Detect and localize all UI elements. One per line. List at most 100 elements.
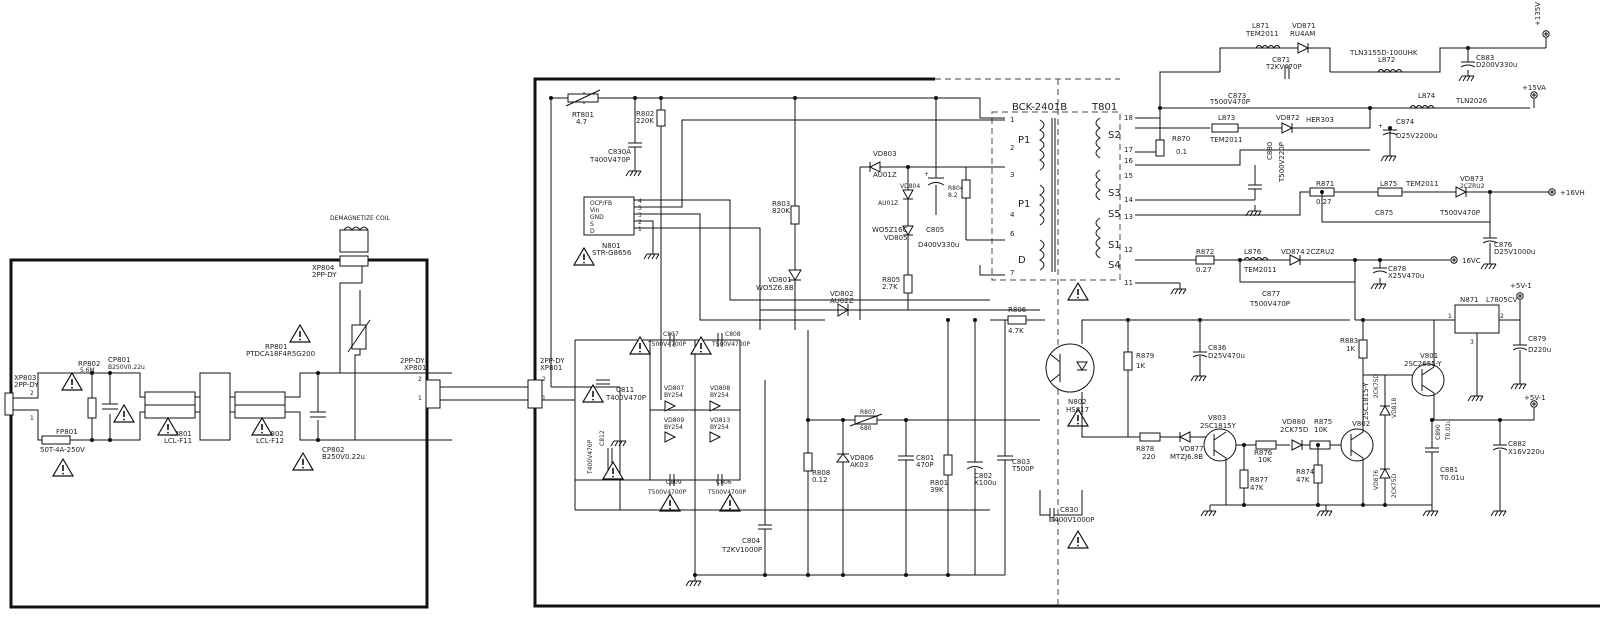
r875-value: 10K (1314, 426, 1328, 434)
vd804-label: VD804 (900, 183, 920, 190)
warning-icon (52, 458, 74, 477)
r807-label: R807 (860, 409, 876, 416)
c874-label: C874 (1396, 118, 1415, 126)
r806-label: R806 (1008, 306, 1027, 314)
l872-value: TLN3155D-100UHK (1349, 49, 1418, 57)
r804-resistor (961, 179, 971, 199)
c803-value: T500P (1011, 465, 1034, 473)
r803-resistor (790, 205, 800, 225)
bridge-diodes (664, 400, 722, 443)
c811-value: T400V470P (605, 394, 646, 402)
pin-label: 16 (1124, 157, 1133, 165)
vd876-diode (1379, 467, 1391, 479)
warning-icon (157, 417, 179, 436)
c879-label: C879 (1528, 335, 1546, 343)
c811-label: C811 (616, 386, 634, 394)
r871-label: R871 (1316, 180, 1334, 188)
n801-value: STR-G8656 (592, 249, 632, 257)
terminal-16vh (1548, 188, 1556, 196)
r883-label: R883 (1340, 337, 1358, 345)
vd880-value: 2CK75D (1280, 426, 1308, 434)
c875-label: C875 (1375, 209, 1393, 217)
ic-pin-num: 5 (638, 205, 642, 212)
c890-value: T0.01u (1445, 419, 1452, 441)
c802-value: X100u (974, 479, 997, 487)
xp801-right-connector (527, 379, 543, 409)
vd873-value: 2CZRU2 (1460, 183, 1485, 190)
vd805-zener (902, 225, 914, 237)
warning-icon (582, 384, 604, 403)
tp802-label: TP802 (261, 430, 284, 438)
c803-label: C803 (1012, 458, 1030, 466)
svg-text:+: + (924, 171, 929, 178)
cp801-label: CP801 (108, 356, 130, 364)
ic-pin-d: D (590, 228, 595, 235)
rail-16vc: 16VC (1462, 257, 1481, 265)
vd802-label: VD802 (830, 290, 854, 298)
c836-value: D25V470u (1208, 352, 1245, 360)
xp801-left-connector (425, 379, 441, 409)
tp801-value: LCL-F11 (164, 437, 192, 445)
vd874-diode (1289, 254, 1302, 266)
c806-value: T500V4700P (707, 489, 746, 496)
svg-text:1: 1 (542, 395, 546, 402)
vd801-value: WO5Z6.8B (756, 284, 794, 292)
vd807-diode (664, 400, 677, 412)
winding-s4: S4 (1108, 260, 1121, 271)
cp802-label: CP802 (322, 446, 344, 454)
c874-value: D25V2200u (1396, 132, 1437, 140)
c830a-value: T400V470P (589, 156, 630, 164)
r876-resistor (1255, 440, 1277, 450)
n802-optocoupler (1045, 343, 1095, 393)
r871-value: 0.27 (1316, 198, 1332, 206)
vd876-label: VD876 (1373, 470, 1380, 490)
l871-value: TEM2011 (1245, 30, 1279, 38)
r808-label: R808 (812, 469, 830, 477)
c830a-label: C830A (608, 148, 631, 156)
n871-label: N871 (1460, 296, 1479, 304)
vd872-value: HER303 (1306, 116, 1334, 124)
warning-icon (292, 452, 314, 471)
c830-label: C830 (1060, 506, 1078, 514)
vd880-diode (1291, 439, 1304, 451)
vd877-label: VD877 (1180, 445, 1204, 453)
pin-label: 11 (1124, 279, 1133, 287)
r801-resistor (943, 454, 953, 476)
r805-value: 2.7K (882, 283, 898, 291)
l871-inductor (1255, 45, 1281, 49)
pin-label: 4 (1010, 211, 1015, 219)
svg-text:2: 2 (1500, 313, 1504, 320)
rail-15va: +15VA (1522, 84, 1546, 92)
transformer-t801: BCK-2401B T801 P1 P1 D 1 2 3 4 6 7 S2 S3… (1010, 102, 1133, 287)
pin-label: 12 (1124, 246, 1133, 254)
xp801-left-ref: XP801 (404, 364, 426, 372)
vd807-value: BY254 (664, 392, 683, 399)
vd813-value: BY254 (710, 424, 729, 431)
r804-label: R804 (948, 185, 964, 192)
ic-pin-ocp: OCP/FB (590, 200, 612, 207)
c805-value: D400V330u (918, 241, 959, 249)
vd801-zener (788, 269, 802, 281)
pin-label: 18 (1124, 114, 1133, 122)
v802-label: V802 (1352, 420, 1370, 428)
l875-inductor (1377, 187, 1403, 197)
vd871-value: RU4AM (1290, 30, 1315, 38)
ic-pin-gnd: GND (590, 214, 604, 221)
winding-d: D (1018, 255, 1026, 266)
l874-value: TLN2026 (1455, 97, 1488, 105)
warning-icon (61, 372, 83, 391)
l875-label: L875 (1380, 180, 1397, 188)
c875-value: T500V470P (1439, 209, 1480, 217)
c836-label: C836 (1208, 344, 1227, 352)
c881-value: T0.01u (1439, 474, 1464, 482)
c809-label: C809 (666, 479, 682, 486)
degauss-label: DEMAGNETIZE COIL (330, 215, 390, 222)
r805-resistor (903, 274, 913, 294)
xp803-type: 2PP-DY (14, 381, 39, 389)
vd806-label: VD806 (850, 454, 874, 462)
vd813-label: VD813 (710, 417, 730, 424)
secondary-section: L871 TEM2011 VD871 RU4AM C871 T2KV470P L… (1045, 2, 1585, 517)
c871-label: C871 (1272, 56, 1290, 64)
cp801-value: B250V0.22u (108, 364, 145, 371)
vd808-value: BY254 (710, 392, 729, 399)
